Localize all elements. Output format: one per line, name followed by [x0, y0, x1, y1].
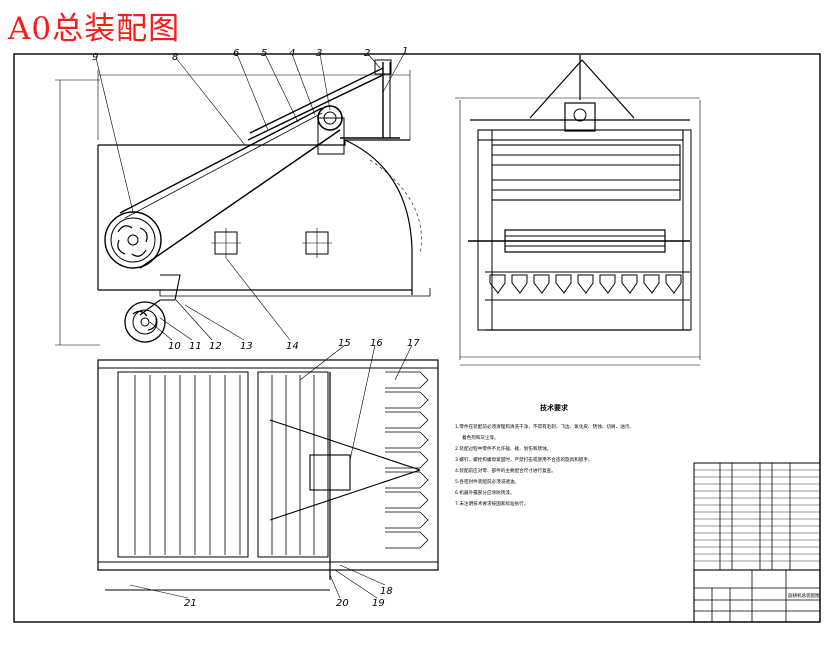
part-number-18: 18 [380, 586, 393, 597]
tech-req-heading: 技术要求 [540, 403, 569, 412]
part-number-6: 6 [233, 48, 239, 59]
part-number-16: 16 [370, 338, 383, 349]
part-number-3: 3 [316, 48, 322, 59]
tech-req-line: 着色剂和灰尘等。 [462, 434, 499, 441]
part-number-13: 13 [240, 341, 253, 352]
title-block-drawing-name: 旋耕机总装配图 [788, 592, 820, 599]
tech-req-line: 6.机器外露部分应涂防锈漆。 [455, 489, 515, 496]
technical-requirements: 技术要求 1.零件在装配前必须清理和清洗干净，不得有毛刺、飞边、氧化皮、锈蚀、切… [455, 403, 634, 507]
end-view [455, 55, 701, 366]
part-number-12: 12 [209, 341, 222, 352]
tech-req-line: 2.装配过程中零件不允许磕、碰、划伤和锈蚀。 [455, 445, 551, 452]
drawing-title: A0总装配图 [8, 11, 181, 47]
part-number-labels: 1 2 3 4 5 6 8 9 10 11 12 13 14 15 16 17 … [92, 46, 420, 609]
tech-req-line: 5.各密封件装配前必须浸透油。 [455, 478, 519, 485]
part-number-19: 19 [372, 598, 385, 609]
part-number-21: 21 [184, 598, 197, 609]
tech-req-line: 4.装配前应对零、部件的主要配合尺寸进行复查。 [455, 467, 556, 474]
part-number-1: 1 [402, 46, 408, 57]
top-view [97, 344, 439, 599]
tech-req-line: 7.未注明技术要求按国家标准执行。 [455, 500, 528, 507]
tech-req-line: 3.螺钉、螺栓和螺母紧固时，严禁打击或使用不合适的旋具和扳手。 [455, 456, 593, 463]
part-number-17: 17 [407, 338, 420, 349]
part-number-10: 10 [168, 341, 181, 352]
sheet-border [13, 53, 821, 623]
part-number-8: 8 [172, 52, 178, 63]
part-number-15: 15 [338, 338, 351, 349]
title-block [693, 462, 821, 623]
part-number-4: 4 [289, 48, 295, 59]
part-number-14: 14 [286, 341, 299, 352]
part-number-9: 9 [92, 52, 98, 63]
side-view [55, 51, 431, 346]
part-number-2: 2 [364, 48, 370, 59]
part-number-20: 20 [336, 598, 349, 609]
tech-req-line: 1.零件在装配前必须清理和清洗干净，不得有毛刺、飞边、氧化皮、锈蚀、切屑、油污、 [455, 423, 634, 430]
part-number-5: 5 [261, 48, 267, 59]
part-number-11: 11 [189, 341, 202, 352]
